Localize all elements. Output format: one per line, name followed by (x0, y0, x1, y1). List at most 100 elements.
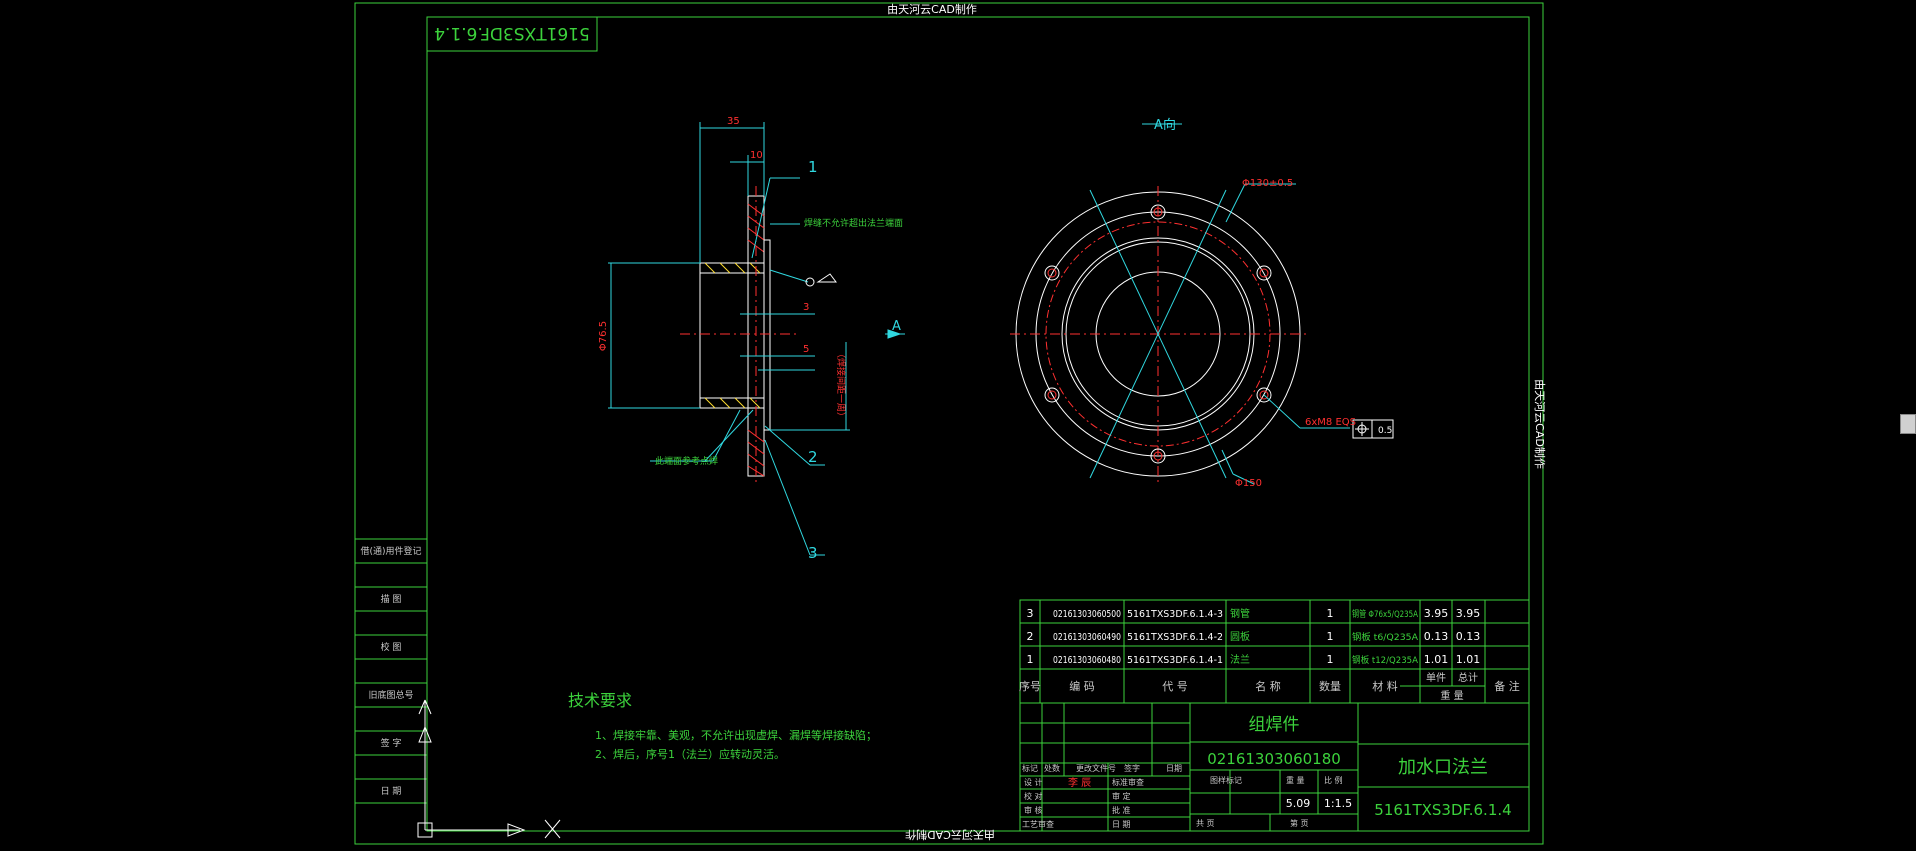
bom-header-material: 材 料 (1372, 679, 1398, 693)
callout-2: 2 (808, 448, 818, 466)
tech-req-title: 技术要求 (568, 691, 632, 710)
a-view (1010, 123, 1394, 485)
tb-sign: 签字 (1124, 763, 1140, 773)
strip-label: 日 期 (381, 786, 402, 797)
bom-seq: 3 (1027, 607, 1034, 620)
bom-code: 02161303060490 (1053, 632, 1121, 643)
bom-drawing: 5161TXS3DF.6.1.4-3 (1127, 609, 1223, 620)
bom-total: 1.01 (1456, 653, 1481, 666)
bom-header-qty: 数量 (1319, 680, 1341, 693)
title-block-text: 标记 处数 更改文件号 签字 日期 设 计 校 对 审 核 工艺审查 标准审查 … (1022, 715, 1512, 829)
tb-process: 工艺审查 (1022, 819, 1054, 829)
bom-header-total: 总计 (1458, 671, 1478, 684)
tb-verify: 审 定 (1112, 791, 1131, 801)
table-row: 1 02161303060480 5161TXS3DF.6.1.4-1 法兰 1… (1027, 653, 1481, 666)
strip-label: 旧底图总号 (368, 689, 413, 701)
bom-grid (1019, 599, 1530, 704)
bom-header-note: 备 注 (1494, 679, 1520, 693)
bom-seq: 2 (1027, 630, 1034, 643)
vertical-scrollbar-thumb[interactable] (1900, 414, 1916, 434)
tb-approve: 批 准 (1112, 805, 1131, 815)
tb-change-doc: 更改文件号 (1076, 763, 1116, 773)
dim-10: 10 (750, 150, 763, 161)
tb-sheet: 第 页 (1290, 818, 1309, 828)
strip-label: 校 图 (381, 641, 402, 653)
bom-rows: 3 02161303060500 5161TXS3DF.6.1.4-3 钢管 1… (1019, 607, 1520, 702)
view-title: A向 (1154, 117, 1176, 133)
tb-date: 日期 (1166, 764, 1182, 773)
tb-design: 设 计 (1024, 777, 1043, 787)
bom-unit: 1.01 (1424, 653, 1449, 666)
tech-req-item-2: 2、焊后，序号1（法兰）应转动灵活。 (595, 747, 785, 761)
section-dims: 35 10 3 5 Φ76.5 1 2 3 焊缝不允许超出法兰端面 此端面参考点… (598, 116, 903, 562)
bom-header-seq: 序号 (1019, 679, 1041, 693)
table-row: 3 02161303060500 5161TXS3DF.6.1.4-3 钢管 1… (1027, 607, 1481, 620)
bom-code: 02161303060480 (1053, 655, 1121, 666)
left-strip (355, 562, 427, 804)
dim-dia-130: Φ130±0.5 (1242, 178, 1293, 189)
bom-unit: 3.95 (1424, 607, 1449, 620)
dim-dia-left: Φ76.5 (598, 321, 609, 351)
bom-drawing: 5161TXS3DF.6.1.4-1 (1127, 655, 1223, 666)
ucs-icon (417, 699, 561, 839)
tb-scale: 1:1.5 (1324, 797, 1352, 810)
bom-unit: 0.13 (1424, 630, 1449, 643)
dim-35: 35 (727, 116, 740, 127)
dim-3: 3 (803, 302, 809, 313)
tb-check: 校 对 (1024, 791, 1043, 801)
tb-mark: 标记 (1022, 763, 1038, 773)
tb-stage: 图样标记 (1210, 775, 1242, 785)
dim-5: 5 (803, 344, 809, 355)
tb-code: 02161303060180 (1207, 750, 1341, 768)
bom-qty: 1 (1327, 653, 1334, 666)
bom-header: 序号 编 码 代 号 名 称 数量 材 料 单件 总计 重 量 备 注 (1019, 671, 1520, 702)
bom-header-unit: 单件 (1426, 672, 1446, 684)
title-block-grid (1019, 702, 1530, 832)
tb-drawing-no: 5161TXS3DF.6.1.4 (1374, 801, 1511, 819)
bom-name: 圆板 (1230, 630, 1250, 643)
table-row: 2 02161303060490 5161TXS3DF.6.1.4-2 圆板 1… (1027, 630, 1481, 643)
bom-header-code: 编 码 (1069, 679, 1095, 693)
sheet-frame (354, 2, 1544, 845)
strip-label: 签 字 (381, 737, 402, 749)
drawing-code-mirrored: 5161TXS3DF.6.1.4 (434, 23, 590, 43)
bom-material: 钢管 Φ76x5/Q235A (1352, 608, 1419, 620)
strip-label: 借(通)用件登记 (360, 545, 421, 557)
a-view-labels: A向 Φ130±0.5 Φ150 6xM8 EQS 0.5 (1154, 117, 1392, 489)
weld-note-vertical: （焊接间距一周） (835, 349, 847, 421)
bom-material: 钢板 t12/Q235A (1352, 654, 1419, 666)
bom-header-drawing: 代 号 (1162, 680, 1188, 693)
view-arrow-label: A (892, 319, 901, 334)
tb-weight-lbl: 重 量 (1286, 775, 1305, 785)
dim-dia-150: Φ150 (1235, 478, 1262, 489)
bom-name: 法兰 (1230, 653, 1250, 666)
watermark-top: 由天河云CAD制作 (887, 2, 977, 16)
strip-label: 描 图 (381, 593, 402, 605)
callout-1: 1 (808, 158, 818, 176)
bom-header-name: 名 称 (1255, 679, 1281, 693)
tolerance-value: 0.5 (1378, 426, 1392, 436)
bom-total: 0.13 (1456, 630, 1481, 643)
bom-qty: 1 (1327, 630, 1334, 643)
watermark-bottom: 由天河云CAD制作 (905, 828, 995, 842)
tb-std: 标准审查 (1112, 777, 1144, 787)
tech-req-item-1: 1、焊接牢靠、美观，不允许出现虚焊、漏焊等焊接缺陷； (595, 728, 877, 742)
bom-seq: 1 (1027, 653, 1034, 666)
bom-drawing: 5161TXS3DF.6.1.4-2 (1127, 632, 1223, 643)
tb-weight: 5.09 (1286, 797, 1311, 810)
bom-header-weight: 重 量 (1440, 689, 1463, 702)
left-strip-labels: 借(通)用件登记 描 图 校 图 旧底图总号 签 字 日 期 (360, 545, 421, 797)
bom-total: 3.95 (1456, 607, 1481, 620)
holes-note: 6xM8 EQS (1305, 417, 1356, 428)
weld-note-bottom: 此端面参考点焊 (655, 455, 718, 467)
weld-note-top: 焊缝不允许超出法兰端面 (804, 217, 903, 229)
tb-sheets: 共 页 (1196, 819, 1215, 828)
tb-review: 审 核 (1024, 805, 1043, 815)
bom-name: 钢管 (1230, 607, 1250, 620)
code-box (426, 16, 598, 52)
tb-designer-sig: 李 辰 (1068, 776, 1091, 789)
watermark-right: 由天河云CAD制作 (1533, 379, 1547, 469)
section-view (608, 122, 905, 556)
